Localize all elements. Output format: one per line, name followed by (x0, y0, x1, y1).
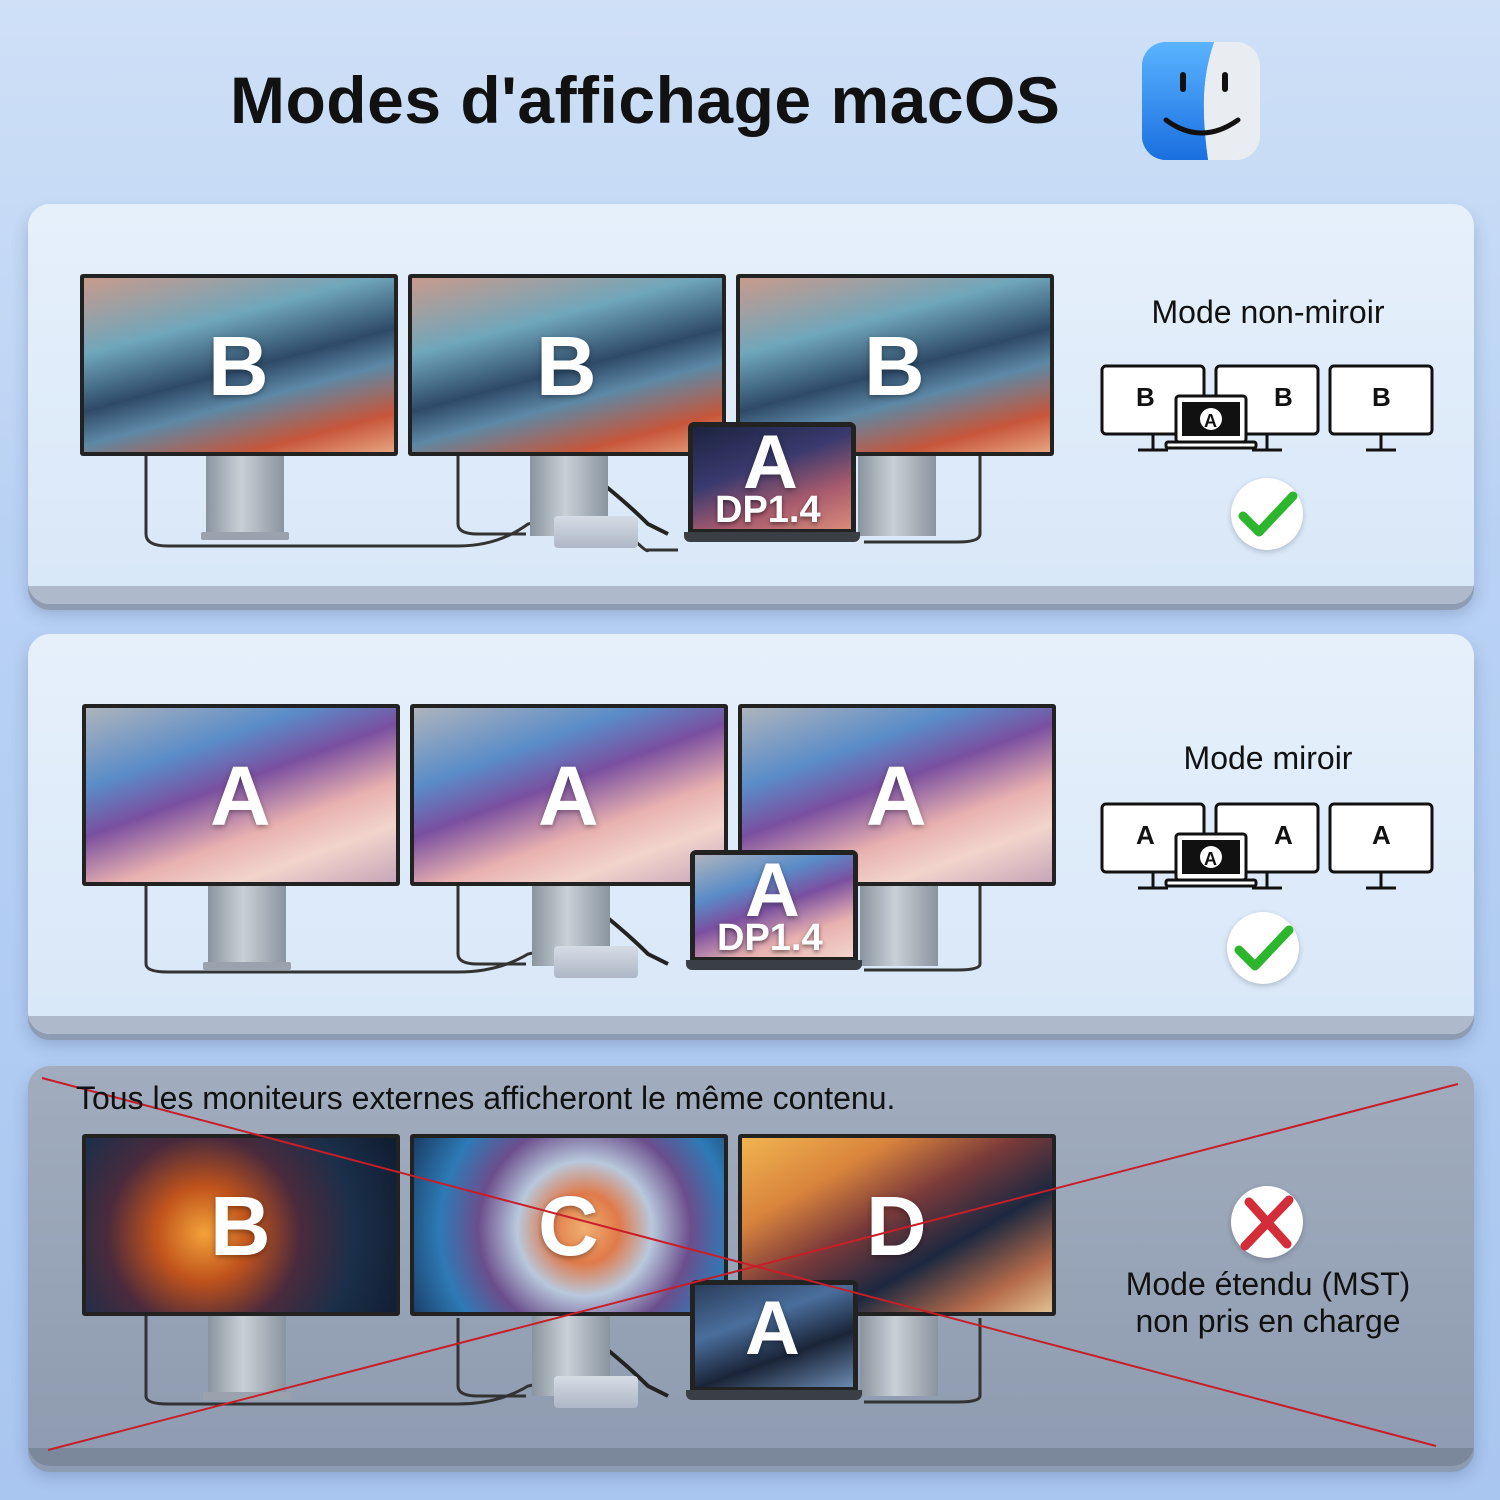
monitor-stand-base (203, 962, 291, 970)
mst-status-line1: Mode étendu (MST) (1125, 1266, 1411, 1302)
monitor-stand-base (203, 1392, 291, 1400)
monitor-stand (208, 886, 286, 966)
monitor-letter: A (210, 749, 271, 843)
monitor-stand-base (201, 532, 289, 540)
monitor-letter: B (210, 1179, 271, 1273)
monitor-letter: D (866, 1179, 927, 1273)
mst-status: Mode étendu (MST) non pris en charge (1100, 1266, 1436, 1340)
display-diagram: A A A A (1100, 802, 1434, 890)
monitor-letter: B (208, 319, 269, 413)
usb-hub (554, 1376, 638, 1408)
diagram-letter: B (1136, 382, 1155, 412)
mst-note: Tous les moniteurs externes afficheront … (76, 1080, 896, 1116)
monitor-1: B (80, 274, 398, 456)
monitor-stand (860, 886, 938, 966)
laptop-letter: A (743, 427, 798, 505)
laptop-letter: A (745, 855, 800, 933)
monitor-2: C (410, 1134, 728, 1316)
panel-mirror: A A A A DP1.4 Mode miroir A A (28, 634, 1474, 1034)
display-diagram: B B B A (1100, 364, 1434, 452)
monitor-letter: A (866, 749, 927, 843)
desk-floor (28, 1448, 1474, 1466)
diagram-letter: A (1372, 820, 1391, 850)
usb-hub (554, 516, 638, 548)
laptop: A (690, 1280, 858, 1390)
monitor-letter: A (538, 749, 599, 843)
monitor-1: A (82, 704, 400, 886)
red-cross-icon (1231, 1186, 1303, 1258)
monitor-letter: C (538, 1179, 599, 1273)
monitor-2: B (408, 274, 726, 456)
finder-icon (1142, 42, 1260, 160)
usb-hub (554, 946, 638, 978)
diagram-letter: B (1274, 382, 1293, 412)
laptop: A DP1.4 (690, 850, 858, 960)
laptop-letter: A (745, 1286, 800, 1371)
diagram-letter: B (1372, 382, 1391, 412)
mode-label: Mode miroir (1183, 740, 1353, 776)
diagram-laptop-letter: A (1204, 849, 1217, 869)
monitor-letter: B (864, 319, 925, 413)
diagram-laptop-letter: A (1204, 411, 1217, 431)
monitor-stand (858, 456, 936, 536)
monitor-stand (860, 1316, 938, 1396)
diagram-letter: A (1136, 820, 1155, 850)
panel-extended-mst: B C D A (28, 1066, 1474, 1466)
monitor-stand (208, 1316, 286, 1396)
monitor-1: B (82, 1134, 400, 1316)
laptop-base (686, 1390, 862, 1400)
monitor-letter: B (536, 319, 597, 413)
green-check-icon (1231, 478, 1303, 550)
monitor-2: A (410, 704, 728, 886)
mst-status-line2: non pris en charge (1135, 1303, 1401, 1339)
laptop: A DP1.4 (688, 422, 856, 532)
laptop-base (686, 960, 862, 970)
page-title: Modes d'affichage macOS (230, 63, 1061, 137)
green-check-icon (1227, 912, 1299, 984)
mode-label: Mode non-miroir (1151, 294, 1385, 330)
desk-floor (28, 586, 1474, 604)
port-label: DP1.4 (715, 489, 821, 529)
diagram-letter: A (1274, 820, 1293, 850)
strike-lines (41, 1077, 1459, 1451)
laptop-base (684, 532, 860, 542)
desk-floor (28, 1016, 1474, 1034)
monitor-stand (206, 456, 284, 536)
port-label: DP1.4 (717, 917, 823, 957)
panel-non-mirror: B B B A DP1.4 Mode non-miroir B B (28, 204, 1474, 604)
monitor-3: D (738, 1134, 1056, 1316)
